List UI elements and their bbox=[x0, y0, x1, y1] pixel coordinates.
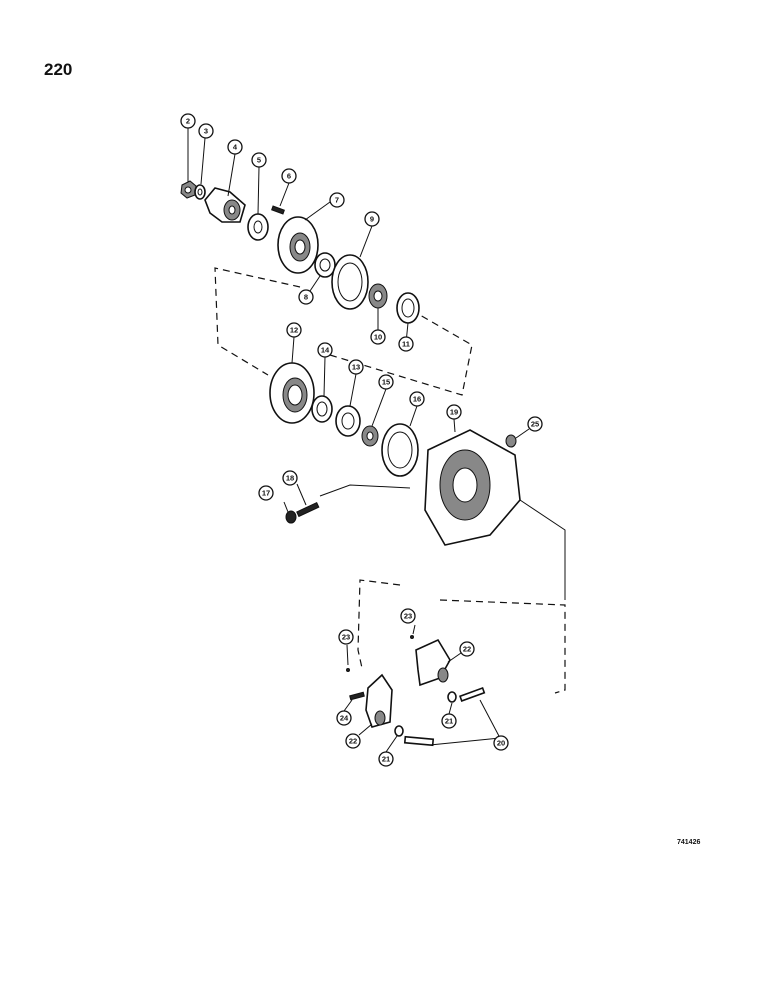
gear-part bbox=[361, 425, 379, 447]
bearing-cup-part bbox=[314, 252, 336, 278]
svg-text:23: 23 bbox=[342, 633, 350, 642]
bearing-cup-2-part bbox=[396, 292, 420, 324]
callout-19: 19 bbox=[446, 404, 462, 420]
dowel-lower-part bbox=[346, 668, 350, 672]
svg-text:24: 24 bbox=[340, 714, 349, 723]
svg-text:13: 13 bbox=[352, 363, 360, 372]
seal-part bbox=[247, 213, 269, 241]
housing-part bbox=[269, 362, 315, 424]
svg-text:18: 18 bbox=[286, 474, 294, 483]
callout-23-upper: 23 bbox=[400, 608, 416, 624]
gasket-part bbox=[381, 423, 419, 477]
svg-text:5: 5 bbox=[257, 156, 261, 165]
shim-part bbox=[331, 254, 369, 310]
svg-text:22: 22 bbox=[463, 645, 471, 654]
group-line-lower bbox=[357, 579, 566, 694]
drawing-number: 741426 bbox=[677, 839, 701, 846]
svg-text:17: 17 bbox=[262, 489, 270, 498]
callout-9: 9 bbox=[364, 211, 380, 227]
connector-line-18-19 bbox=[319, 484, 566, 600]
callout-13: 13 bbox=[348, 359, 364, 375]
carrier-housing-part bbox=[424, 429, 521, 546]
lock-washer-upper-part bbox=[447, 691, 457, 703]
callout-22-upper: 22 bbox=[459, 641, 475, 657]
callout-6: 6 bbox=[281, 168, 297, 184]
svg-text:9: 9 bbox=[370, 215, 374, 224]
svg-text:25: 25 bbox=[531, 420, 539, 429]
pinion-bearing-part bbox=[368, 283, 388, 309]
callout-21-lower: 21 bbox=[378, 751, 394, 767]
svg-text:12: 12 bbox=[290, 326, 298, 335]
bolt-upper-part bbox=[459, 686, 486, 702]
callout-10: 10 bbox=[370, 329, 386, 345]
callout-18: 18 bbox=[282, 470, 298, 486]
callout-4: 4 bbox=[227, 139, 243, 155]
callout-23-lower: 23 bbox=[338, 629, 354, 645]
washer-part bbox=[194, 184, 206, 200]
plug-part bbox=[505, 434, 517, 448]
svg-text:6: 6 bbox=[287, 172, 291, 181]
stud-part bbox=[296, 501, 320, 518]
callout-12: 12 bbox=[286, 322, 302, 338]
svg-text:2: 2 bbox=[186, 117, 190, 126]
callout-2: 2 bbox=[180, 113, 196, 129]
callout-16: 16 bbox=[409, 391, 425, 407]
yoke-part bbox=[204, 187, 246, 223]
pin-part bbox=[271, 205, 285, 215]
svg-text:21: 21 bbox=[382, 755, 390, 764]
svg-text:4: 4 bbox=[233, 143, 238, 152]
svg-text:7: 7 bbox=[335, 196, 339, 205]
svg-text:3: 3 bbox=[204, 127, 208, 136]
spring-part bbox=[349, 691, 365, 701]
bearing-cap-upper-part bbox=[415, 638, 451, 687]
svg-text:21: 21 bbox=[445, 717, 453, 726]
dowel-upper-part bbox=[410, 635, 414, 639]
callout-5: 5 bbox=[251, 152, 267, 168]
leader-lines bbox=[187, 128, 530, 753]
callout-7: 7 bbox=[329, 192, 345, 208]
page-number: 220 bbox=[44, 60, 73, 79]
bearing-cap-lower-part bbox=[365, 673, 393, 728]
svg-text:16: 16 bbox=[413, 395, 421, 404]
group-line-upper bbox=[214, 267, 473, 396]
svg-text:10: 10 bbox=[374, 333, 382, 342]
callout-20-upper: 20 bbox=[493, 735, 509, 751]
bearing-cone-part bbox=[335, 405, 361, 437]
callout-15: 15 bbox=[378, 374, 394, 390]
callout-25: 25 bbox=[527, 416, 543, 432]
callout-24: 24 bbox=[336, 710, 352, 726]
svg-text:11: 11 bbox=[402, 340, 410, 349]
callout-3: 3 bbox=[198, 123, 214, 139]
stud-nut-part bbox=[285, 510, 297, 524]
hex-nut-part bbox=[180, 180, 197, 199]
svg-text:15: 15 bbox=[382, 378, 390, 387]
bolt-lower-part bbox=[403, 735, 435, 747]
svg-text:14: 14 bbox=[321, 346, 330, 355]
callout-14: 14 bbox=[317, 342, 333, 358]
svg-text:22: 22 bbox=[349, 737, 357, 746]
svg-text:19: 19 bbox=[450, 408, 458, 417]
callout-8: 8 bbox=[298, 289, 314, 305]
lock-washer-lower-part bbox=[394, 725, 404, 737]
svg-text:20: 20 bbox=[497, 739, 505, 748]
callout-17: 17 bbox=[258, 485, 274, 501]
svg-text:8: 8 bbox=[304, 293, 308, 302]
callout-11: 11 bbox=[398, 336, 414, 352]
callout-22-lower: 22 bbox=[345, 733, 361, 749]
bearing-cup-3-part bbox=[311, 395, 333, 423]
svg-text:23: 23 bbox=[404, 612, 412, 621]
callout-21-upper: 21 bbox=[441, 713, 457, 729]
retainer-part bbox=[277, 216, 319, 274]
